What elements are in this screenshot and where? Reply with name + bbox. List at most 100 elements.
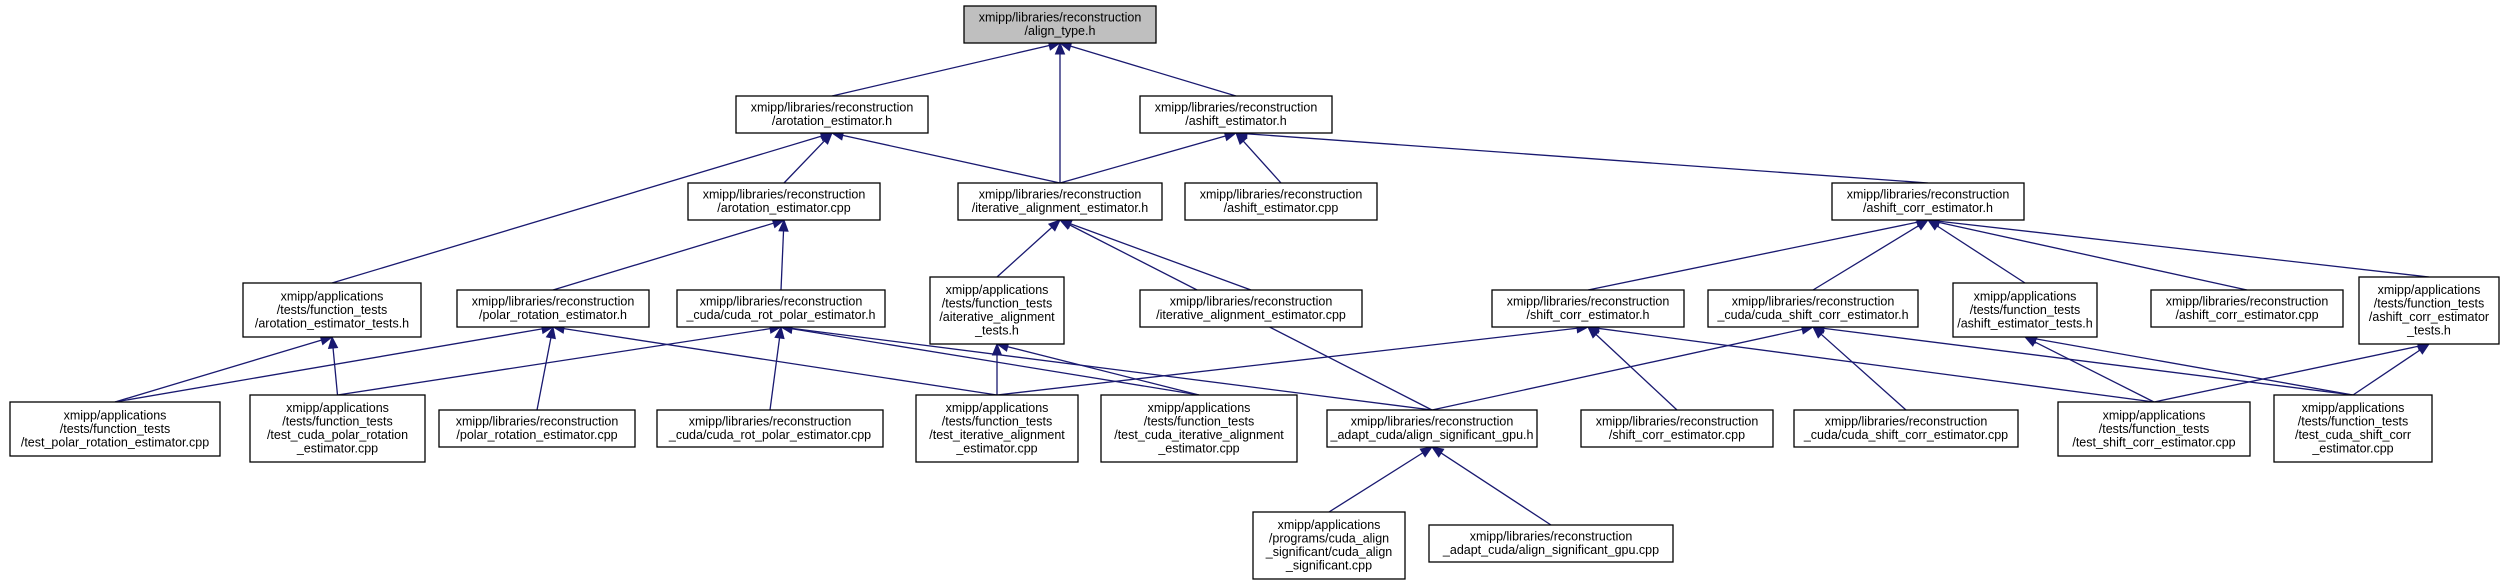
node-label-line: /test_polar_rotation_estimator.cpp <box>21 435 209 449</box>
node-label-line: _estimator.cpp <box>2311 442 2393 456</box>
node-label-line: _cuda/cuda_shift_corr_estimator.h <box>1716 308 1908 322</box>
node-iterative_alignment_estimator_h[interactable]: xmipp/libraries/reconstruction/iterative… <box>957 182 1163 221</box>
node-label-line: xmipp/applications <box>2378 283 2481 297</box>
node-test_cuda_iterative_alignment_estimator_cpp[interactable]: xmipp/applications/tests/function_tests/… <box>1100 394 1298 463</box>
edge-aiterative_alignment_tests_h-to-iterative_alignment_estimator_h <box>996 226 1053 278</box>
edge-ashift_corr_estimator_tests_h-to-ashift_corr_estimator_h <box>1938 220 2430 278</box>
node-label-line: /tests/function_tests <box>60 422 170 436</box>
node-label-line: xmipp/applications <box>1974 289 2077 303</box>
node-ashift_estimator_cpp[interactable]: xmipp/libraries/reconstruction/ashift_es… <box>1184 182 1378 221</box>
node-label-line: /iterative_alignment_estimator.cpp <box>1156 308 1346 322</box>
node-ashift_estimator_h[interactable]: xmipp/libraries/reconstruction/ashift_es… <box>1139 95 1333 134</box>
node-label-line: /ashift_corr_estimator.h <box>1863 201 1993 215</box>
node-ashift_corr_estimator_tests_h[interactable]: xmipp/applications/tests/function_tests/… <box>2358 276 2500 345</box>
node-box-test_cuda_shift_corr_estimator_cpp <box>2273 394 2433 463</box>
node-label-line: xmipp/libraries/reconstruction <box>979 188 1142 202</box>
node-box-arotation_estimator_h <box>735 95 929 134</box>
node-label-line: xmipp/applications <box>1278 518 1381 532</box>
node-box-iterative_alignment_estimator_h <box>957 182 1163 221</box>
edge-test_shift_corr_estimator_cpp-to-ashift_corr_estimator_tests_h <box>2153 345 2419 403</box>
node-iterative_alignment_estimator_cpp[interactable]: xmipp/libraries/reconstruction/iterative… <box>1139 289 1363 328</box>
node-box-cuda_shift_corr_estimator_h <box>1707 289 1919 328</box>
node-cuda_shift_corr_estimator_cpp[interactable]: xmipp/libraries/reconstruction_cuda/cuda… <box>1793 409 2019 448</box>
node-label-line: xmipp/applications <box>286 401 389 415</box>
node-box-test_cuda_iterative_alignment_estimator_cpp <box>1100 394 1298 463</box>
edge-test_iterative_alignment_estimator_cpp-to-polar_rotation_estimator_h <box>563 328 998 396</box>
node-label-line: _estimator.cpp <box>296 442 378 456</box>
node-box-align_type_h <box>963 5 1157 44</box>
edge-arotation_estimator_cpp-to-arotation_estimator_h <box>783 140 825 184</box>
node-box-arotation_estimator_cpp <box>687 182 881 221</box>
node-label-line: /test_cuda_polar_rotation <box>267 428 408 442</box>
node-label-line: /ashift_corr_estimator <box>2369 310 2489 324</box>
node-aiterative_alignment_tests_h[interactable]: xmipp/applications/tests/function_tests/… <box>929 276 1065 345</box>
node-polar_rotation_estimator_cpp[interactable]: xmipp/libraries/reconstruction/polar_rot… <box>438 409 636 448</box>
edge-polar_rotation_estimator_cpp-to-polar_rotation_estimator_h <box>536 337 552 411</box>
arrowhead-aiterative_alignment_tests_h-to-iterative_alignment_estimator_h <box>1047 219 1061 232</box>
node-label-line: _significant.cpp <box>1285 559 1372 573</box>
node-label-line: xmipp/libraries/reconstruction <box>1351 415 1514 429</box>
node-label-line: xmipp/libraries/reconstruction <box>2166 295 2329 309</box>
node-align_significant_gpu_cpp[interactable]: xmipp/libraries/reconstruction_adapt_cud… <box>1428 524 1674 563</box>
node-test_cuda_polar_rotation_estimator_cpp[interactable]: xmipp/applications/tests/function_tests/… <box>249 394 426 463</box>
node-test_polar_rotation_estimator_cpp[interactable]: xmipp/applications/tests/function_tests/… <box>9 401 221 457</box>
node-box-test_shift_corr_estimator_cpp <box>2057 401 2251 457</box>
node-box-aiterative_alignment_tests_h <box>929 276 1065 345</box>
node-label-line: xmipp/applications <box>946 283 1049 297</box>
node-align_significant_gpu_h[interactable]: xmipp/libraries/reconstruction_adapt_cud… <box>1326 409 1538 448</box>
node-cuda_rot_polar_estimator_h[interactable]: xmipp/libraries/reconstruction_cuda/cuda… <box>676 289 886 328</box>
node-label-line: xmipp/libraries/reconstruction <box>700 295 863 309</box>
node-label-line: /iterative_alignment_estimator.h <box>972 201 1149 215</box>
node-arotation_estimator_cpp[interactable]: xmipp/libraries/reconstruction/arotation… <box>687 182 881 221</box>
edge-align_significant_gpu_h-to-cuda_shift_corr_estimator_h <box>1431 328 1803 411</box>
node-ashift_corr_estimator_h[interactable]: xmipp/libraries/reconstruction/ashift_co… <box>1831 182 2025 221</box>
edge-test_polar_rotation_estimator_cpp-to-polar_rotation_estimator_h <box>114 328 543 403</box>
arrowhead-test_iterative_alignment_estimator_cpp-to-aiterative_alignment_tests_h <box>991 342 1003 356</box>
node-polar_rotation_estimator_h[interactable]: xmipp/libraries/reconstruction/polar_rot… <box>456 289 650 328</box>
node-label-line: /programs/cuda_align <box>1269 532 1389 546</box>
node-arotation_estimator_tests_h[interactable]: xmipp/applications/tests/function_tests/… <box>242 282 422 338</box>
node-cuda_align_significant_cpp[interactable]: xmipp/applications/programs/cuda_align _s… <box>1252 511 1406 580</box>
nodes-layer: xmipp/libraries/reconstruction/align_typ… <box>9 5 2500 580</box>
node-label-line: /test_cuda_iterative_alignment <box>1114 428 1284 442</box>
node-label-line: /tests/function_tests <box>277 303 387 317</box>
node-box-iterative_alignment_estimator_cpp <box>1139 289 1363 328</box>
node-box-ashift_estimator_h <box>1139 95 1333 134</box>
edge-cuda_align_significant_cpp-to-align_significant_gpu_h <box>1328 452 1424 513</box>
node-test_shift_corr_estimator_cpp[interactable]: xmipp/applications/tests/function_tests/… <box>2057 401 2251 457</box>
node-label-line: xmipp/libraries/reconstruction <box>1470 530 1633 544</box>
node-shift_corr_estimator_cpp[interactable]: xmipp/libraries/reconstruction/shift_cor… <box>1580 409 1774 448</box>
node-label-line: xmipp/libraries/reconstruction <box>1507 295 1670 309</box>
node-box-shift_corr_estimator_cpp <box>1580 409 1774 448</box>
node-label-line: /tests/function_tests <box>1970 303 2080 317</box>
node-box-ashift_corr_estimator_h <box>1831 182 2025 221</box>
node-box-test_polar_rotation_estimator_cpp <box>9 401 221 457</box>
node-ashift_estimator_tests_h[interactable]: xmipp/applications/tests/function_tests/… <box>1952 282 2098 338</box>
node-box-test_cuda_polar_rotation_estimator_cpp <box>249 394 426 463</box>
node-shift_corr_estimator_h[interactable]: xmipp/libraries/reconstruction/shift_cor… <box>1491 289 1685 328</box>
node-label-line: xmipp/applications <box>2103 408 2206 422</box>
node-ashift_corr_estimator_cpp[interactable]: xmipp/libraries/reconstruction/ashift_co… <box>2150 289 2344 328</box>
arrowhead-cuda_align_significant_cpp-to-align_significant_gpu_h <box>1419 446 1434 458</box>
edge-test_cuda_iterative_alignment_estimator_cpp-to-aiterative_alignment_tests_h <box>1007 346 1200 396</box>
node-box-polar_rotation_estimator_cpp <box>438 409 636 448</box>
node-arotation_estimator_h[interactable]: xmipp/libraries/reconstruction/arotation… <box>735 95 929 134</box>
node-label-line: /aiterative_alignment <box>939 310 1055 324</box>
edge-ashift_estimator_cpp-to-ashift_estimator_h <box>1242 140 1282 184</box>
node-label-line: /ashift_estimator.h <box>1185 114 1286 128</box>
node-box-shift_corr_estimator_h <box>1491 289 1685 328</box>
node-box-cuda_rot_polar_estimator_cpp <box>656 409 884 448</box>
node-label-line: _tests.h <box>974 324 1019 338</box>
node-cuda_rot_polar_estimator_cpp[interactable]: xmipp/libraries/reconstruction_cuda/cuda… <box>656 409 884 448</box>
node-label-line: xmipp/libraries/reconstruction <box>472 295 635 309</box>
node-label-line: /tests/function_tests <box>2298 415 2408 429</box>
node-label-line: xmipp/libraries/reconstruction <box>703 188 866 202</box>
node-test_iterative_alignment_estimator_cpp[interactable]: xmipp/applications/tests/function_tests/… <box>915 394 1079 463</box>
node-label-line: /shift_corr_estimator.h <box>1527 308 1650 322</box>
edge-iterative_alignment_estimator_h-to-arotation_estimator_h <box>842 134 1061 184</box>
edge-iterative_alignment_estimator_cpp-to-iterative_alignment_estimator_h <box>1070 223 1252 291</box>
node-cuda_shift_corr_estimator_h[interactable]: xmipp/libraries/reconstruction_cuda/cuda… <box>1707 289 1919 328</box>
node-label-line: xmipp/libraries/reconstruction <box>1596 415 1759 429</box>
node-test_cuda_shift_corr_estimator_cpp[interactable]: xmipp/applications/tests/function_tests/… <box>2273 394 2433 463</box>
